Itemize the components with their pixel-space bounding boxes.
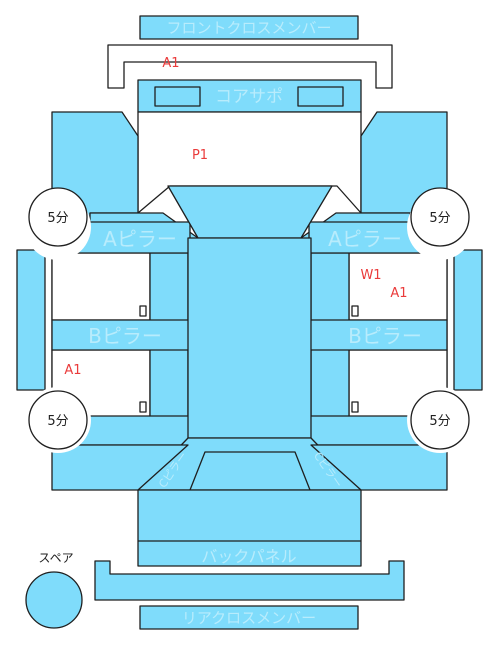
- wheel-rear-right-label: 5分: [429, 414, 450, 429]
- windshield[interactable]: [167, 185, 333, 239]
- a-pillar-right-label: Aピラー: [328, 227, 402, 251]
- right-side-step[interactable]: [453, 249, 483, 391]
- b-pillar-left-label: Bピラー: [88, 324, 162, 348]
- a-pillar-left-label: Aピラー: [103, 227, 177, 251]
- front-cross-member-label: フロントクロスメンバー: [166, 19, 331, 37]
- rear-cross-member-label: リアクロスメンバー: [182, 609, 316, 627]
- rear-cross-member-panel[interactable]: [139, 605, 359, 630]
- damage-mark-left-a1: A1: [64, 363, 81, 378]
- damage-mark-right-w1: W1: [360, 268, 381, 283]
- b-pillar-right-label: Bピラー: [348, 324, 422, 348]
- rear-deck[interactable]: [189, 451, 311, 491]
- left-rear-door-handle: [139, 401, 147, 413]
- b-pillar-right[interactable]: [308, 319, 448, 351]
- spare-tire[interactable]: [25, 571, 83, 629]
- back-panel[interactable]: [137, 489, 362, 567]
- right-rear-door-handle: [351, 401, 359, 413]
- wheel-rear-right[interactable]: [410, 390, 470, 450]
- right-front-door-handle: [351, 305, 359, 317]
- core-support-right-headlight: [297, 86, 344, 107]
- left-front-door-handle: [139, 305, 147, 317]
- wheel-rear-left-label: 5分: [47, 414, 68, 429]
- left-front-door[interactable]: [51, 252, 151, 321]
- right-rear-fender[interactable]: [310, 444, 448, 491]
- front-bumper-bracket[interactable]: [107, 44, 393, 89]
- wheel-front-right[interactable]: [410, 187, 470, 247]
- damage-mark-front-a1: A1: [162, 56, 179, 71]
- b-pillar-left[interactable]: [51, 319, 191, 351]
- back-panel-label: バックパネル: [201, 547, 296, 566]
- wheel-front-right-label: 5分: [429, 211, 450, 226]
- wheel-rear-left[interactable]: [28, 390, 88, 450]
- rear-bumper-bracket[interactable]: [94, 560, 405, 601]
- core-support-left-headlight: [154, 86, 201, 107]
- spare-label: スペア: [38, 551, 73, 565]
- roof[interactable]: [187, 237, 312, 439]
- core-support-label: コアサポ: [215, 87, 283, 107]
- wheel-front-left[interactable]: [28, 187, 88, 247]
- front-cross-member-panel[interactable]: [139, 15, 359, 40]
- wheel-front-left-label: 5分: [47, 211, 68, 226]
- left-side-step[interactable]: [16, 249, 46, 391]
- damage-mark-front-p1: P1: [192, 148, 208, 163]
- damage-mark-right-a1: A1: [390, 286, 407, 301]
